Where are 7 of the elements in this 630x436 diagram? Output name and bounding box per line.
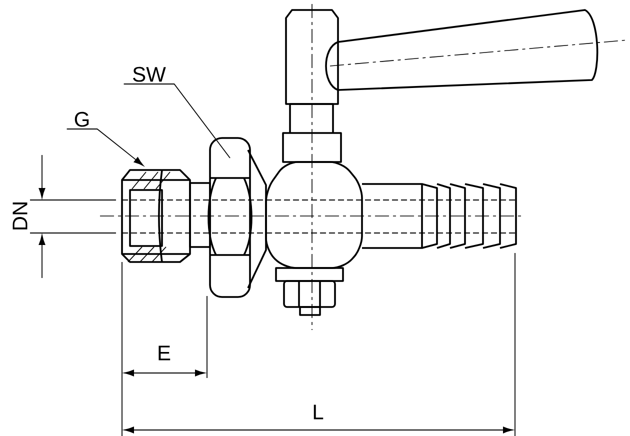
callout-label: G [74,112,89,127]
dimension-label: L [314,404,324,420]
leader-line [66,128,144,166]
callout-label: SW [133,66,166,82]
leader-line [123,84,230,158]
dimension-label: E [158,346,170,360]
dimension-label: DN [12,202,28,230]
